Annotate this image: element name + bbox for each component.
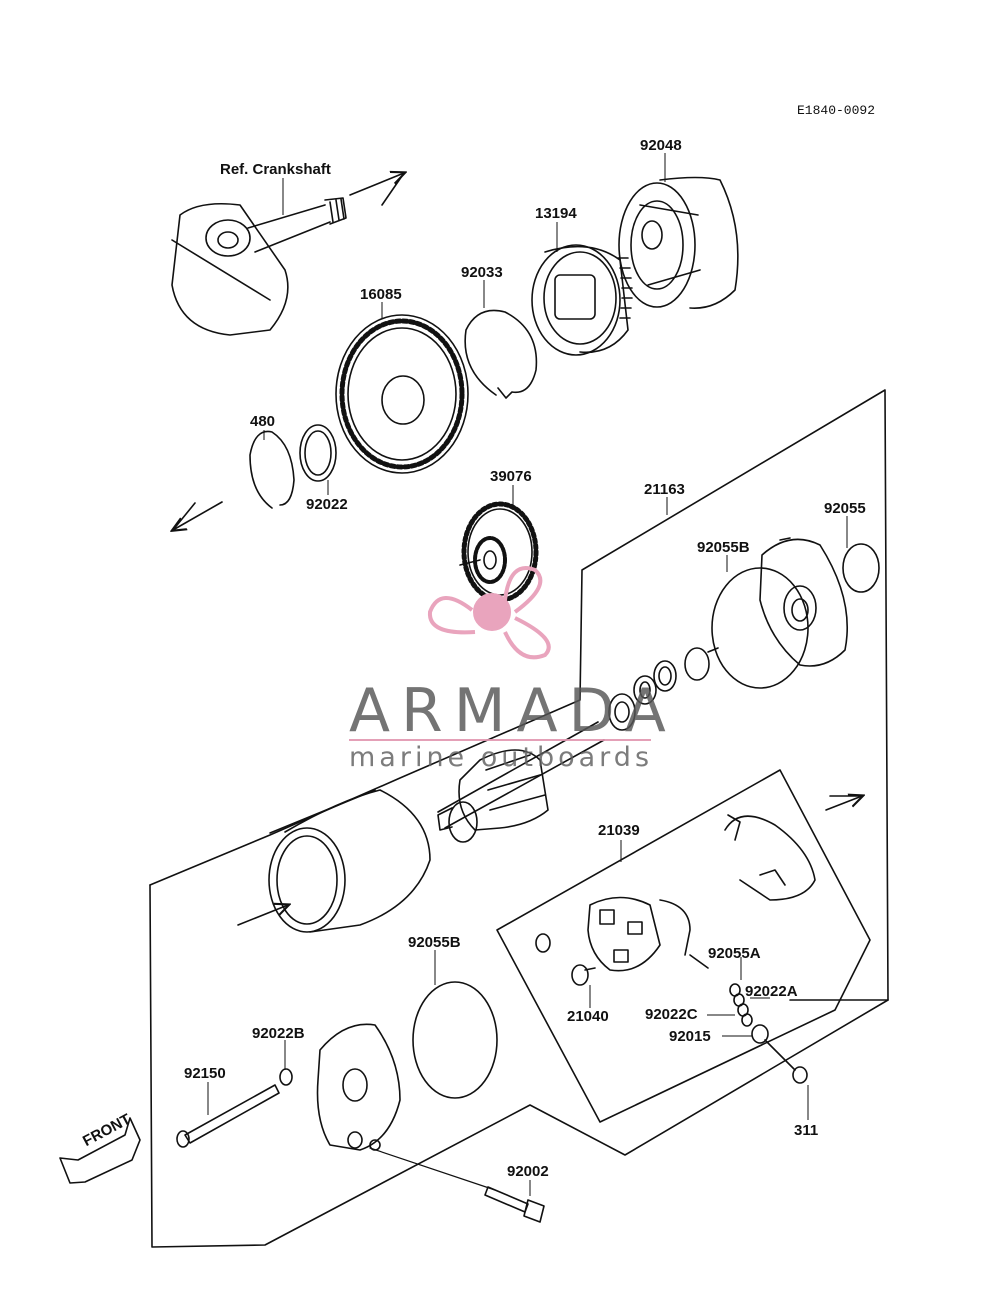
crankshaft-drawing xyxy=(171,173,404,336)
clip-drawing xyxy=(535,933,551,953)
assembly-outline-lower xyxy=(149,884,889,1248)
part-21040-drawing xyxy=(571,964,596,986)
part-92055A-label: 92055A xyxy=(708,945,761,962)
part-92022B-label: 92022B xyxy=(252,1025,305,1042)
part-92150-label: 92150 xyxy=(184,1065,226,1082)
part-39076-drawing xyxy=(459,501,539,603)
part-92048-label: 92048 xyxy=(640,137,682,154)
part-92002-drawing xyxy=(369,1147,545,1223)
part-21163-label: 21163 xyxy=(644,481,685,498)
part-92055B-bottom-drawing xyxy=(412,981,498,1099)
armature-drawing xyxy=(437,721,605,843)
part-21039-label: 21039 xyxy=(598,822,640,839)
front-arrow-icon xyxy=(59,1117,141,1184)
part-480-label: 480 xyxy=(250,413,276,430)
part-92015-label: 92015 xyxy=(669,1028,711,1045)
part-92033-drawing xyxy=(464,309,538,399)
drawing-code: E1840-0092 xyxy=(797,103,876,118)
part-92033-label: 92033 xyxy=(461,264,503,281)
part-311-label: 311 xyxy=(794,1122,819,1139)
armada-propeller-icon xyxy=(427,566,551,660)
part-39076-label: 39076 xyxy=(490,468,532,485)
part-92022-drawing xyxy=(299,424,337,482)
part-21040-label: 21040 xyxy=(567,1008,609,1025)
nut-stack-drawing xyxy=(729,983,769,1044)
part-480-drawing xyxy=(249,430,295,509)
watermark-divider xyxy=(349,739,651,741)
part-92055B-top-label: 92055B xyxy=(697,539,750,556)
yoke-drawing xyxy=(268,789,431,933)
shims-drawing xyxy=(608,647,719,731)
part-92055-label: 92055 xyxy=(824,500,866,517)
part-13194-drawing xyxy=(531,244,633,356)
end-cover-drawing xyxy=(316,1023,401,1151)
part-16085-label: 16085 xyxy=(360,286,402,303)
part-92022-label: 92022 xyxy=(306,496,348,513)
part-311-drawing xyxy=(764,1039,808,1084)
part-92022B-drawing xyxy=(279,1068,293,1086)
gear-cover-drawing xyxy=(759,537,848,667)
part-92055B-bottom-label: 92055B xyxy=(408,934,461,951)
assembly-21039-outline xyxy=(496,769,871,1123)
leader-lines xyxy=(207,153,848,1196)
brush-plate-drawing xyxy=(587,896,709,972)
part-92022C-label: 92022C xyxy=(645,1006,698,1023)
watermark-brand: ARMADA xyxy=(349,676,677,746)
part-92002-label: 92002 xyxy=(507,1163,549,1180)
part-92150-drawing xyxy=(176,1084,280,1148)
assembly-21163-outline xyxy=(149,389,889,1001)
brush-cover-drawing xyxy=(724,814,816,901)
part-13194-label: 13194 xyxy=(535,205,577,222)
part-92055-drawing xyxy=(842,543,880,593)
part-16085-drawing xyxy=(335,314,469,474)
part-92022A-label: 92022A xyxy=(745,983,798,1000)
watermark-tagline: marine outboards xyxy=(349,742,654,773)
part-92048-drawing xyxy=(618,176,739,309)
crankshaft-label: Ref. Crankshaft xyxy=(220,161,331,178)
